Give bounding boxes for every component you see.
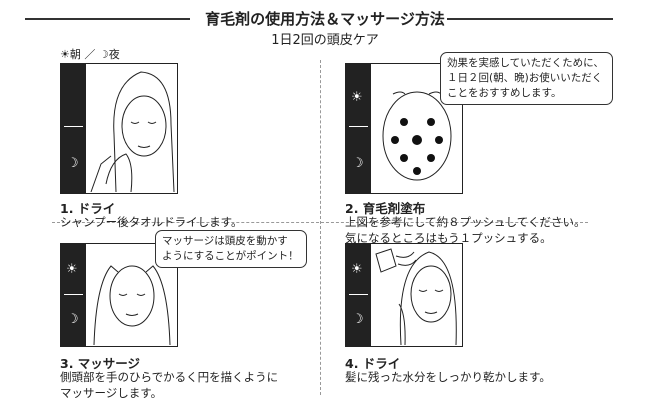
- scalp-application-points: [382, 91, 452, 181]
- hair-dryer-drawing: [375, 248, 457, 345]
- sun-icon: ☀: [351, 262, 363, 277]
- step-1-desc: シャンプー後タオルドライします。: [60, 215, 243, 229]
- face-towel-drawing: [90, 71, 175, 192]
- sun-icon: ☀: [66, 262, 78, 277]
- vertical-divider: [320, 60, 321, 395]
- title-rule-right: [447, 18, 613, 20]
- massage-drawing: [93, 265, 171, 345]
- moon-icon: ☽: [98, 48, 109, 61]
- step-1-title: 1. ドライ: [60, 201, 116, 216]
- page-subtitle: 1日2回の頭皮ケア: [271, 33, 379, 48]
- moon-icon: ☽: [352, 156, 364, 171]
- sun-icon: ☀: [60, 48, 70, 61]
- sun-icon: ☀: [351, 90, 363, 105]
- moon-icon: ☽: [67, 156, 79, 171]
- step-2-illustration: ☀☽: [345, 63, 463, 194]
- step-4-desc: 髪に残った水分をしっかり乾かします。: [345, 370, 551, 384]
- moon-icon: ☽: [67, 312, 79, 327]
- time-strip: ☀☽: [346, 64, 371, 193]
- step-2-desc: 上図を参考にして約８プッシュしてください。 気になるところはもう１プッシュする。: [345, 215, 586, 245]
- step-4-title: 4. ドライ: [345, 356, 401, 371]
- step-3-speech-bubble: マッサージは頭皮を動かす ようにすることがポイント！: [155, 230, 307, 268]
- title-rule-left: [25, 18, 190, 20]
- step-2-speech-bubble: 効果を実感していただくために、 １日２回(朝、晩)お使いいただく ことをおすすめ…: [440, 52, 613, 105]
- time-strip: ☽: [61, 64, 86, 193]
- horizontal-divider: [52, 222, 588, 223]
- time-strip: ☀☽: [346, 244, 371, 346]
- step-2-title: 2. 育毛剤塗布: [345, 201, 426, 216]
- step-3-title: 3. マッサージ: [60, 356, 141, 371]
- legend: ☀朝 ／ ☽夜: [60, 48, 120, 61]
- page-title: 育毛剤の使用方法＆マッサージ方法: [205, 10, 445, 28]
- step-4-illustration: ☀☽: [345, 243, 463, 347]
- time-strip: ☀☽: [61, 244, 86, 346]
- step-1-illustration: ☽: [60, 63, 178, 194]
- step-3-desc: 側頭部を手のひらでかるく円を描くように マッサージします。: [60, 370, 279, 400]
- moon-icon: ☽: [352, 312, 364, 327]
